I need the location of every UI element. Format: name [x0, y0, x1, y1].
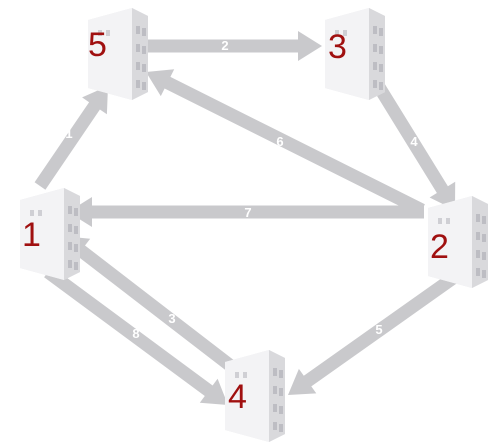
- edge-n2-to-n4: 5: [288, 270, 460, 395]
- arrow-shape: [146, 69, 425, 216]
- edge-weight-label: 5: [375, 322, 382, 337]
- edge-n1-to-n5: 1: [34, 86, 108, 190]
- node-5: 5: [88, 8, 148, 100]
- node-5-label: 5: [88, 26, 107, 64]
- node-3: 3: [325, 8, 385, 100]
- node-2-label: 2: [430, 228, 449, 266]
- node-4: 4: [225, 350, 285, 442]
- edge-weight-label: 6: [276, 134, 283, 149]
- edge-weight-label: 1: [65, 126, 72, 141]
- edge-weight-label: 7: [244, 205, 251, 220]
- edge-weight-label: 2: [221, 38, 228, 53]
- arrow-shape: [148, 31, 322, 61]
- edge-n4-to-n1: 3: [62, 236, 240, 376]
- node-3-label: 3: [328, 28, 347, 66]
- node-1-label: 1: [22, 216, 41, 254]
- arrow-shape: [68, 197, 424, 227]
- edge-n2-to-n1: 7: [68, 197, 424, 227]
- edge-weight-label: 8: [132, 326, 139, 341]
- arrow-shape: [288, 270, 460, 395]
- edge-weight-label: 4: [410, 134, 418, 149]
- arrow-shape: [62, 236, 240, 376]
- edge-weight-label: 3: [168, 311, 175, 326]
- node-1: 1: [20, 188, 80, 280]
- node-4-label: 4: [228, 378, 247, 416]
- edge-n5-to-n3: 2: [148, 31, 322, 61]
- edge-n1-to-n4: 8: [44, 266, 228, 405]
- arrow-shape: [44, 266, 228, 405]
- node-2: 2: [428, 196, 488, 288]
- edge-n2-to-n5: 6: [146, 69, 425, 216]
- arrow-shape: [370, 78, 456, 210]
- edge-n3-to-n2: 4: [370, 78, 456, 210]
- arrow-shape: [34, 86, 108, 190]
